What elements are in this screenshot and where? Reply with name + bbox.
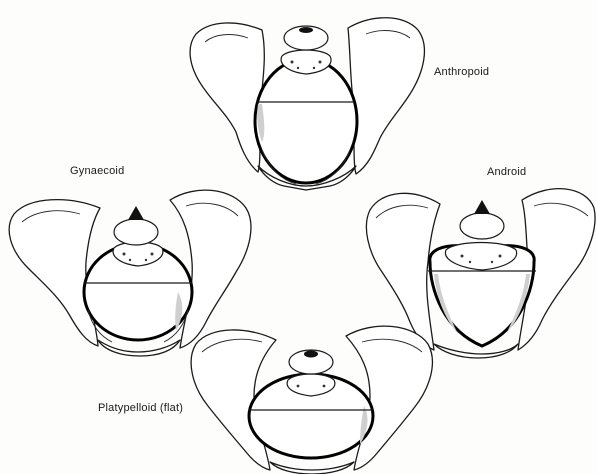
anthropoid-pelvis	[190, 18, 424, 190]
label-android: Android	[487, 166, 526, 178]
gynaecoid-spinal-canal	[128, 206, 144, 220]
gynaecoid-vertebra	[114, 219, 158, 245]
platypelloid-spinal-canal	[304, 351, 318, 358]
label-gynaecoid: Gynaecoid	[70, 165, 124, 177]
label-platypelloid: Platypelloid (flat)	[98, 402, 183, 414]
android-vertebra	[460, 213, 504, 239]
platypelloid-pubis	[270, 462, 354, 474]
platypelloid-pelvis	[191, 326, 432, 474]
anthropoid-left-ilium	[190, 23, 264, 172]
anthropoid-spinal-canal	[299, 27, 313, 33]
android-spinal-canal	[474, 200, 490, 214]
android-pubis	[434, 344, 518, 358]
label-anthropoid: Anthropoid	[434, 66, 489, 78]
gynaecoid-pubis	[98, 340, 180, 356]
anthropoid-right-ilium	[348, 18, 424, 174]
anthropoid-inlet	[255, 59, 357, 183]
gynaecoid-pelvis	[9, 190, 251, 356]
